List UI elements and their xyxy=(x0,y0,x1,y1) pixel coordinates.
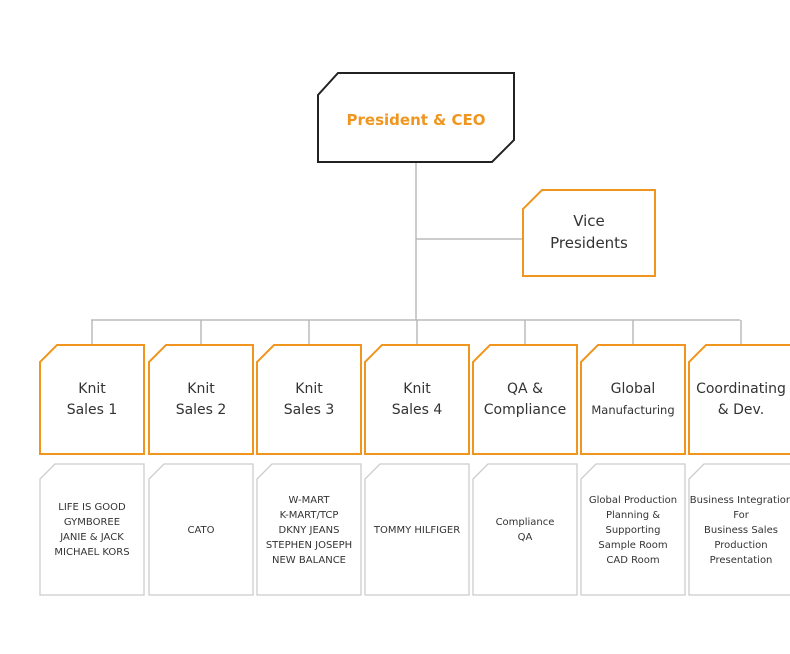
detail-item: STEPHEN JOSEPH xyxy=(265,539,353,551)
detail-item: Sample Room xyxy=(598,539,668,551)
department-box-1 xyxy=(39,344,145,455)
department-detail-box-4 xyxy=(364,463,470,596)
detail-item: W-MART xyxy=(288,494,330,506)
department-details-1: LIFE IS GOOD GYMBOREE JANIE & JACK MICHAEL … xyxy=(40,466,144,594)
department-title-line1: Global xyxy=(610,381,656,397)
department-title-line2: Sales 3 xyxy=(283,402,335,418)
department-box-2 xyxy=(148,344,254,455)
department-box-6 xyxy=(580,344,686,455)
detail-item: TOMMY HILFIGER xyxy=(373,524,461,536)
department-title-line1: Knit xyxy=(295,381,323,397)
detail-item: JANIE & JACK xyxy=(60,532,124,543)
detail-item: Business Sales xyxy=(704,524,778,536)
detail-item: Planning & xyxy=(605,509,661,521)
department-title-line1: Knit xyxy=(187,381,215,397)
detail-item: Compliance xyxy=(495,517,555,528)
vp-box xyxy=(522,189,656,277)
vp-title: Vice Presidents xyxy=(523,210,655,254)
ceo-box xyxy=(317,72,515,163)
detail-item: Global Production xyxy=(588,494,678,506)
detail-item: QA xyxy=(517,532,533,543)
department-title-line2: Manufacturing xyxy=(591,403,675,417)
department-title-line1: Knit xyxy=(403,381,431,397)
detail-item: LIFE IS GOOD xyxy=(58,502,126,513)
vp-title-line1: Vice xyxy=(573,212,605,230)
department-title-7: Coordinating & Dev. xyxy=(689,358,790,442)
detail-item: DKNY JEANS xyxy=(278,524,340,536)
vp-title-line2: Presidents xyxy=(550,234,628,252)
department-title-line2: Sales 4 xyxy=(391,402,443,418)
department-title-line1: Knit xyxy=(78,381,106,397)
department-detail-box-2 xyxy=(148,463,254,596)
department-details-2: CATO xyxy=(149,466,253,594)
detail-item: MICHAEL KORS xyxy=(54,547,130,558)
ceo-title: President & CEO xyxy=(346,111,486,129)
department-box-7 xyxy=(688,344,790,455)
department-detail-box-6 xyxy=(580,463,686,596)
department-title-line2: Sales 2 xyxy=(175,402,227,418)
department-detail-box-7 xyxy=(688,463,790,596)
detail-item: K-MART/TCP xyxy=(279,509,339,521)
detail-item: NEW BALANCE xyxy=(272,554,346,566)
department-boxes xyxy=(39,344,790,596)
detail-item: CATO xyxy=(187,524,215,536)
detail-item: Business Integration xyxy=(689,494,790,506)
detail-item: GYMBOREE xyxy=(63,517,121,528)
department-details-4: TOMMY HILFIGER xyxy=(365,466,469,594)
department-box-5 xyxy=(472,344,578,455)
department-title-line2: Sales 1 xyxy=(66,402,118,418)
department-title-line1: Coordinating xyxy=(696,381,786,397)
department-detail-box-5 xyxy=(472,463,578,596)
department-title-line2: & Dev. xyxy=(717,402,765,418)
detail-item: Production xyxy=(714,539,768,551)
department-title-5: QA & Compliance xyxy=(473,358,577,442)
department-title-line1: QA & xyxy=(507,381,543,397)
department-detail-box-1 xyxy=(39,463,145,596)
department-box-4 xyxy=(364,344,470,455)
department-detail-box-3 xyxy=(256,463,362,596)
department-title-line2: Compliance xyxy=(483,402,567,418)
detail-item: CAD Room xyxy=(606,554,660,566)
detail-item: Presentation xyxy=(709,554,773,566)
connector-lines xyxy=(91,162,742,345)
detail-item: Supporting xyxy=(605,524,661,536)
detail-item: For xyxy=(733,509,749,521)
department-details-3: W-MART K-MART/TCP DKNY JEANS STEPHEN JOSEPH… xyxy=(257,466,361,594)
department-box-3 xyxy=(256,344,362,455)
